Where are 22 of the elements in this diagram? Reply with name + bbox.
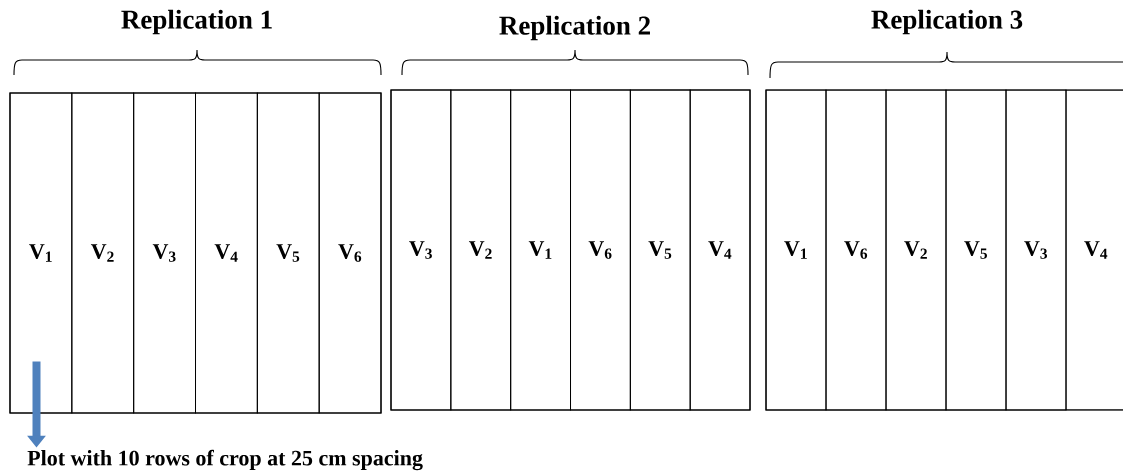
- plot-cell: V$_{6}$: [825, 89, 887, 411]
- plot-cell: V$_{1}$: [765, 89, 827, 411]
- plot-cell: V$_{1}$: [510, 89, 571, 411]
- plot-cell: V$_{2}$: [71, 92, 135, 414]
- plot-cell: V$_{3}$: [133, 92, 196, 414]
- node-label: Replication 1: [121, 9, 272, 35]
- caption-text: Plot with 10 rows of crop at 25 cm spacing: [27, 449, 423, 471]
- plot-cell: V$_{4}$: [689, 89, 751, 411]
- plot-cell: V$_{6}$: [318, 92, 382, 414]
- plot-cell: V$_{1}$: [9, 92, 73, 414]
- plot-cell: V$_{5}$: [945, 89, 1007, 411]
- plot-cell: V$_{2}$: [450, 89, 512, 411]
- plot-cell: V$_{2}$: [885, 89, 947, 411]
- plot-cell: V$_{4}$: [195, 92, 258, 414]
- node-label: Replication 3: [871, 9, 1023, 35]
- node-label: Replication 2: [499, 15, 650, 41]
- plot-cell: V$_{4}$: [1065, 89, 1123, 411]
- plot-cell: V$_{5}$: [256, 92, 320, 414]
- plot-cell: V$_{6}$: [570, 89, 631, 411]
- plot-cell: V$_{5}$: [629, 89, 691, 411]
- plot-cell: V$_{3}$: [390, 89, 452, 411]
- plot-cell: V$_{3}$: [1005, 89, 1067, 411]
